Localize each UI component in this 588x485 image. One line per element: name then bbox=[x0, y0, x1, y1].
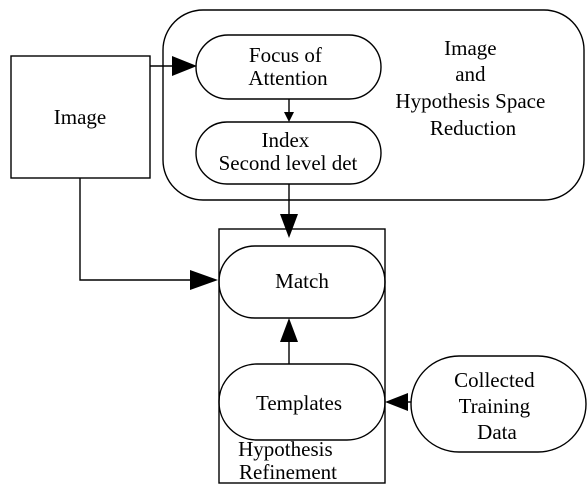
focus-of-attention-label: Focus of Attention bbox=[248, 43, 328, 90]
edge-training-to-templates bbox=[385, 393, 411, 411]
edge-focus-to-index bbox=[284, 99, 294, 122]
edge-image-to-match bbox=[79, 178, 218, 290]
refinement-group-box bbox=[218, 228, 386, 484]
training-data-label: Collected Training Data bbox=[454, 368, 540, 444]
reduction-group-box bbox=[162, 9, 585, 201]
edge-templates-to-match bbox=[280, 318, 298, 364]
reduction-group-label: Image and Hypothesis Space Reduction bbox=[395, 36, 550, 140]
edge-image-to-focus bbox=[150, 56, 197, 76]
match-label: Match bbox=[275, 269, 329, 293]
templates-label: Templates bbox=[256, 391, 342, 415]
training-data-node bbox=[410, 355, 587, 453]
index-label: Index Second level det bbox=[219, 128, 358, 175]
match-node bbox=[218, 245, 386, 319]
refinement-group-label: Hypothesis Refinement bbox=[238, 437, 338, 484]
image-input-label: Image bbox=[54, 105, 106, 129]
edge-index-to-match bbox=[280, 184, 298, 238]
